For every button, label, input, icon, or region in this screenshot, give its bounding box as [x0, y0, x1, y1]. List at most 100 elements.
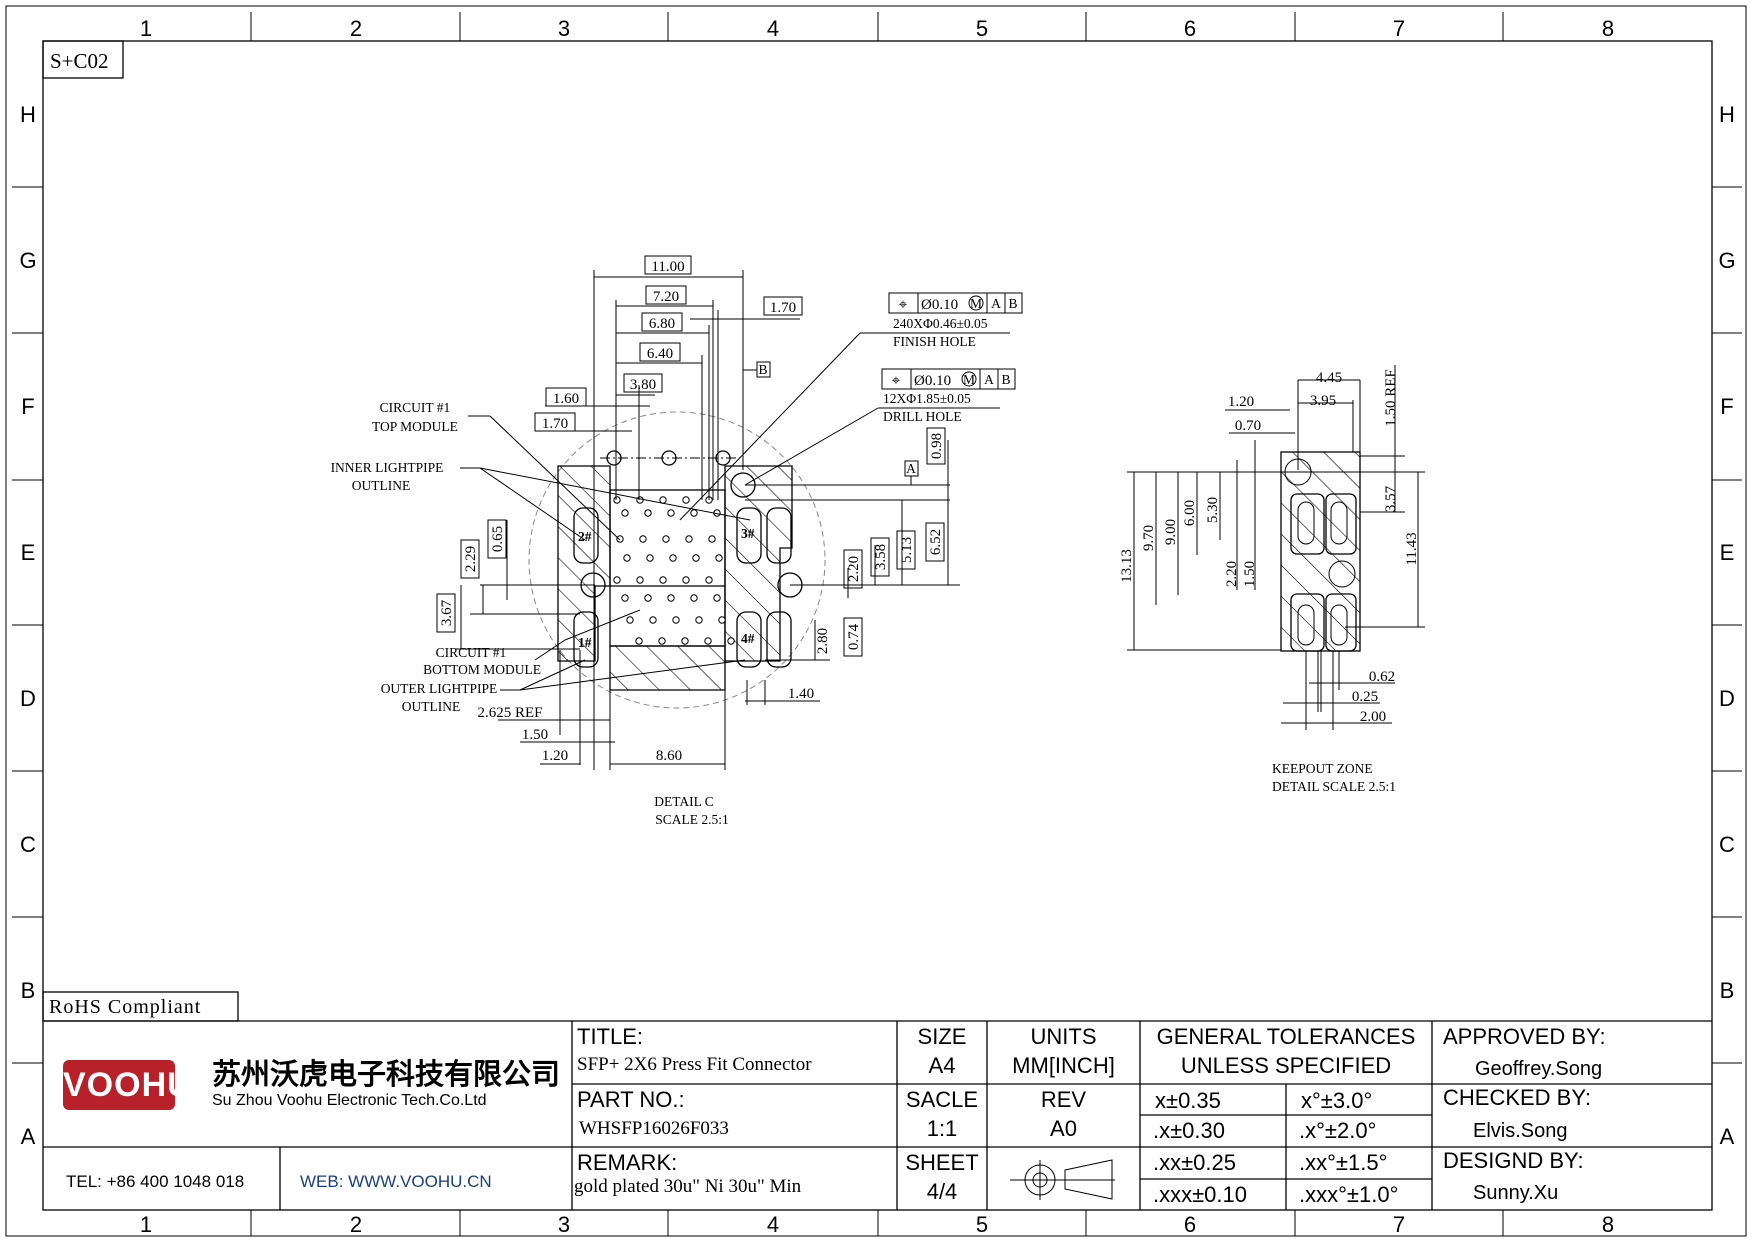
approved-by-value: Geoffrey.Song	[1475, 1058, 1603, 1080]
column-dividers	[250, 12, 1504, 1236]
row-labels-left: H G F E D C B A	[19, 102, 36, 1149]
rohs-label: RoHS Compliant	[49, 996, 201, 1018]
checked-by-value: Elvis.Song	[1473, 1120, 1568, 1142]
lightpipe-4	[736, 611, 762, 668]
row-label: A	[1720, 1124, 1735, 1149]
finish-hole	[715, 554, 723, 562]
finish-hole	[685, 535, 693, 543]
finish-hole	[667, 509, 675, 517]
row-dividers	[12, 186, 1742, 1064]
finish-hole	[644, 594, 652, 602]
column-labels-bottom: 1 2 3 4 5 6 7 8	[140, 1212, 1614, 1237]
port-label: 2#	[578, 529, 592, 544]
finish-hole	[613, 496, 621, 504]
dim-3-95: 3.95	[1310, 393, 1336, 409]
finish-hole	[613, 576, 621, 584]
dim-1-20: 1.20	[542, 748, 568, 764]
finish-hole-spec: 240XΦ0.46±0.05	[893, 316, 988, 331]
tolerance-linear: .xxx±0.10	[1153, 1182, 1248, 1207]
dim-6-52: 6.52	[928, 529, 944, 555]
drill-hole-label: DRILL HOLE	[883, 409, 962, 424]
finish-hole	[727, 637, 735, 645]
finish-hole	[626, 616, 634, 624]
size-label: SIZE	[917, 1024, 967, 1049]
drill-hole-spec: 12XΦ1.85±0.05	[883, 391, 971, 406]
dim-1-70-left: 1.70	[542, 416, 568, 432]
finish-hole	[682, 576, 690, 584]
finish-hole	[646, 554, 654, 562]
tolerance-angular: .x°±2.0°	[1299, 1118, 1377, 1143]
keepout-scale: DETAIL SCALE 2.5:1	[1272, 779, 1396, 794]
dim-2-20: 2.20	[846, 556, 862, 582]
fcf-tolerance: Ø0.10	[914, 373, 951, 389]
dim-13-13: 13.13	[1119, 549, 1135, 583]
col-label: 1	[140, 1212, 152, 1237]
finish-hole	[635, 637, 643, 645]
fcf-ref-b: B	[1001, 372, 1010, 387]
col-label: 7	[1393, 16, 1405, 41]
finish-hole	[623, 554, 631, 562]
pin-field	[609, 489, 726, 647]
col-label: 3	[558, 1212, 570, 1237]
tel: TEL: +86 400 1048 018	[66, 1172, 245, 1191]
keepout-dimensions: 4.45 3.95 1.20 0.70 1.50 REF 13.13 9.70 …	[1119, 369, 1420, 794]
tolerance-angular: .xxx°±1.0°	[1299, 1182, 1399, 1207]
row-label: G	[19, 248, 36, 273]
detail-boundary-circle	[528, 411, 826, 709]
outer-border	[5, 5, 1747, 1237]
detail-c-callouts: CIRCUIT #1 TOP MODULE INNER LIGHTPIPE OU…	[331, 400, 729, 827]
tolerance-angular: x°±3.0°	[1301, 1088, 1373, 1113]
website-link[interactable]: WEB: WWW.VOOHU.CN	[300, 1172, 492, 1191]
datum-b: B	[758, 362, 767, 377]
dim-8-60: 8.60	[656, 748, 682, 764]
row-label: D	[20, 686, 36, 711]
dim-2-625-ref: 2.625 REF	[477, 705, 542, 721]
scale-value: 1:1	[926, 1116, 958, 1141]
callout-bottom-module: BOTTOM MODULE	[423, 662, 541, 677]
dim-1-20: 1.20	[1228, 394, 1254, 410]
dim-4-45: 4.45	[1316, 370, 1342, 386]
col-label: 6	[1184, 16, 1196, 41]
dim-9-00: 9.00	[1163, 519, 1179, 545]
dim-5-30: 5.30	[1205, 497, 1221, 523]
row-label: B	[21, 978, 36, 1003]
dim-6-40: 6.40	[647, 346, 673, 362]
col-label: 8	[1602, 16, 1614, 41]
lightpipe-1	[573, 611, 599, 668]
callout-inner-lightpipe: OUTLINE	[352, 478, 410, 493]
remark-label: REMARK:	[577, 1150, 678, 1175]
finish-hole	[708, 535, 716, 543]
lightpipe-4b	[766, 611, 792, 668]
port-label: 1#	[578, 635, 592, 650]
col-label: 2	[350, 1212, 362, 1237]
finish-hole	[659, 576, 667, 584]
row-label: F	[1720, 394, 1733, 419]
remark-value: gold plated 30u" Ni 30u" Min	[574, 1176, 802, 1197]
row-label: C	[1719, 832, 1735, 857]
lightpipe-3b	[766, 507, 792, 564]
position-symbol-icon: ⌖	[899, 297, 908, 313]
dim-6-80: 6.80	[649, 316, 675, 332]
checked-by-label: CHECKED BY:	[1443, 1085, 1591, 1110]
col-label: 8	[1602, 1212, 1614, 1237]
fcf-tolerance: Ø0.10	[921, 297, 958, 313]
fcf-finish-hole: ⌖ Ø0.10 M A B 240XΦ0.46±0.05 FINISH HOLE	[888, 292, 1023, 349]
dim-1-70-right: 1.70	[770, 300, 796, 316]
dim-2-00: 2.00	[1360, 709, 1386, 725]
port-label: 4#	[741, 631, 755, 646]
approved-by-label: APPROVED BY:	[1443, 1024, 1606, 1049]
finish-hole	[672, 616, 680, 624]
dim-9-70: 9.70	[1141, 525, 1157, 551]
keepout-title: KEEPOUT ZONE	[1272, 761, 1373, 776]
tolerance-angular: .xx°±1.5°	[1299, 1150, 1388, 1175]
row-label: H	[20, 102, 36, 127]
detail-c-scale: SCALE 2.5:1	[655, 812, 729, 827]
company-name-en: Su Zhou Voohu Electronic Tech.Co.Ltd	[212, 1092, 487, 1109]
finish-hole	[705, 576, 713, 584]
finish-hole	[636, 576, 644, 584]
title-label: TITLE:	[577, 1024, 644, 1049]
col-label: 2	[350, 16, 362, 41]
port-label: 3#	[741, 526, 755, 541]
row-label: H	[1719, 102, 1735, 127]
tolerance-linear: .xx±0.25	[1153, 1150, 1237, 1175]
